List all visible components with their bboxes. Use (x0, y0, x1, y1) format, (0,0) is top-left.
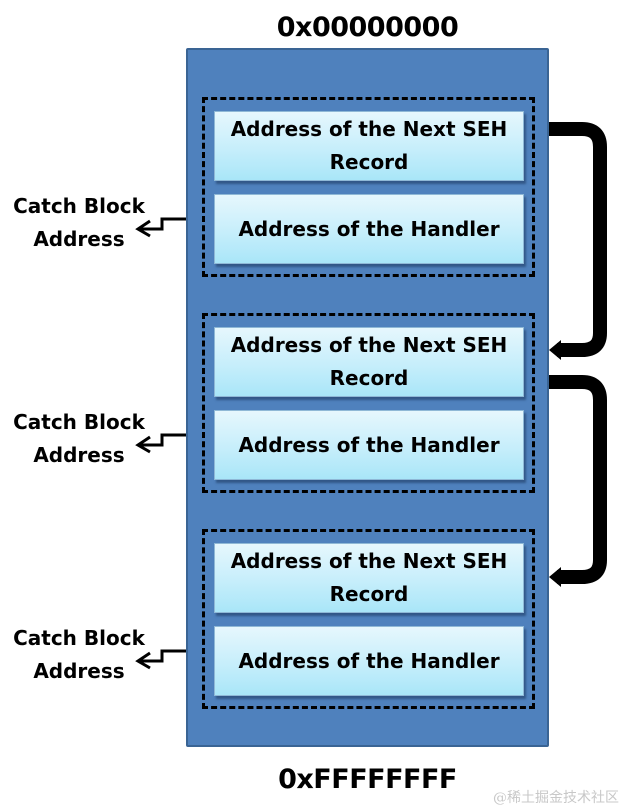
stack-memory-block: Address of the Next SEH Record Address o… (186, 48, 549, 747)
handler-address-field: Address of the Handler (214, 410, 524, 480)
next-seh-record-field: Address of the Next SEH Record (214, 543, 524, 613)
seh-record-3: Address of the Next SEH Record Address o… (202, 529, 535, 709)
next-seh-record-field: Address of the Next SEH Record (214, 327, 524, 397)
catch-label-line1: Catch Block (13, 194, 145, 218)
catch-label-line2: Address (33, 227, 125, 251)
top-address-label: 0x00000000 (276, 12, 459, 43)
catch-label-line1: Catch Block (13, 410, 145, 434)
seh-chain-link-1 (549, 122, 607, 360)
bottom-address-label: 0xFFFFFFFF (278, 764, 457, 795)
next-seh-label: Address of the Next SEH Record (230, 333, 508, 390)
catch-block-label-3: Catch Block Address (4, 622, 154, 688)
handler-label: Address of the Handler (238, 216, 500, 241)
catch-block-label-1: Catch Block Address (4, 190, 154, 256)
seh-chain-link-2 (549, 375, 607, 587)
watermark: @稀土掘金技术社区 (493, 790, 619, 806)
catch-label-line1: Catch Block (13, 626, 145, 650)
handler-address-field: Address of the Handler (214, 626, 524, 696)
handler-address-field: Address of the Handler (214, 194, 524, 264)
seh-record-1: Address of the Next SEH Record Address o… (202, 97, 535, 277)
next-seh-record-field: Address of the Next SEH Record (214, 111, 524, 181)
catch-block-label-2: Catch Block Address (4, 406, 154, 472)
handler-label: Address of the Handler (238, 432, 500, 457)
next-seh-label: Address of the Next SEH Record (230, 549, 508, 606)
catch-label-line2: Address (33, 443, 125, 467)
catch-label-line2: Address (33, 659, 125, 683)
next-seh-label: Address of the Next SEH Record (230, 117, 508, 174)
seh-record-2: Address of the Next SEH Record Address o… (202, 313, 535, 493)
handler-label: Address of the Handler (238, 648, 500, 673)
